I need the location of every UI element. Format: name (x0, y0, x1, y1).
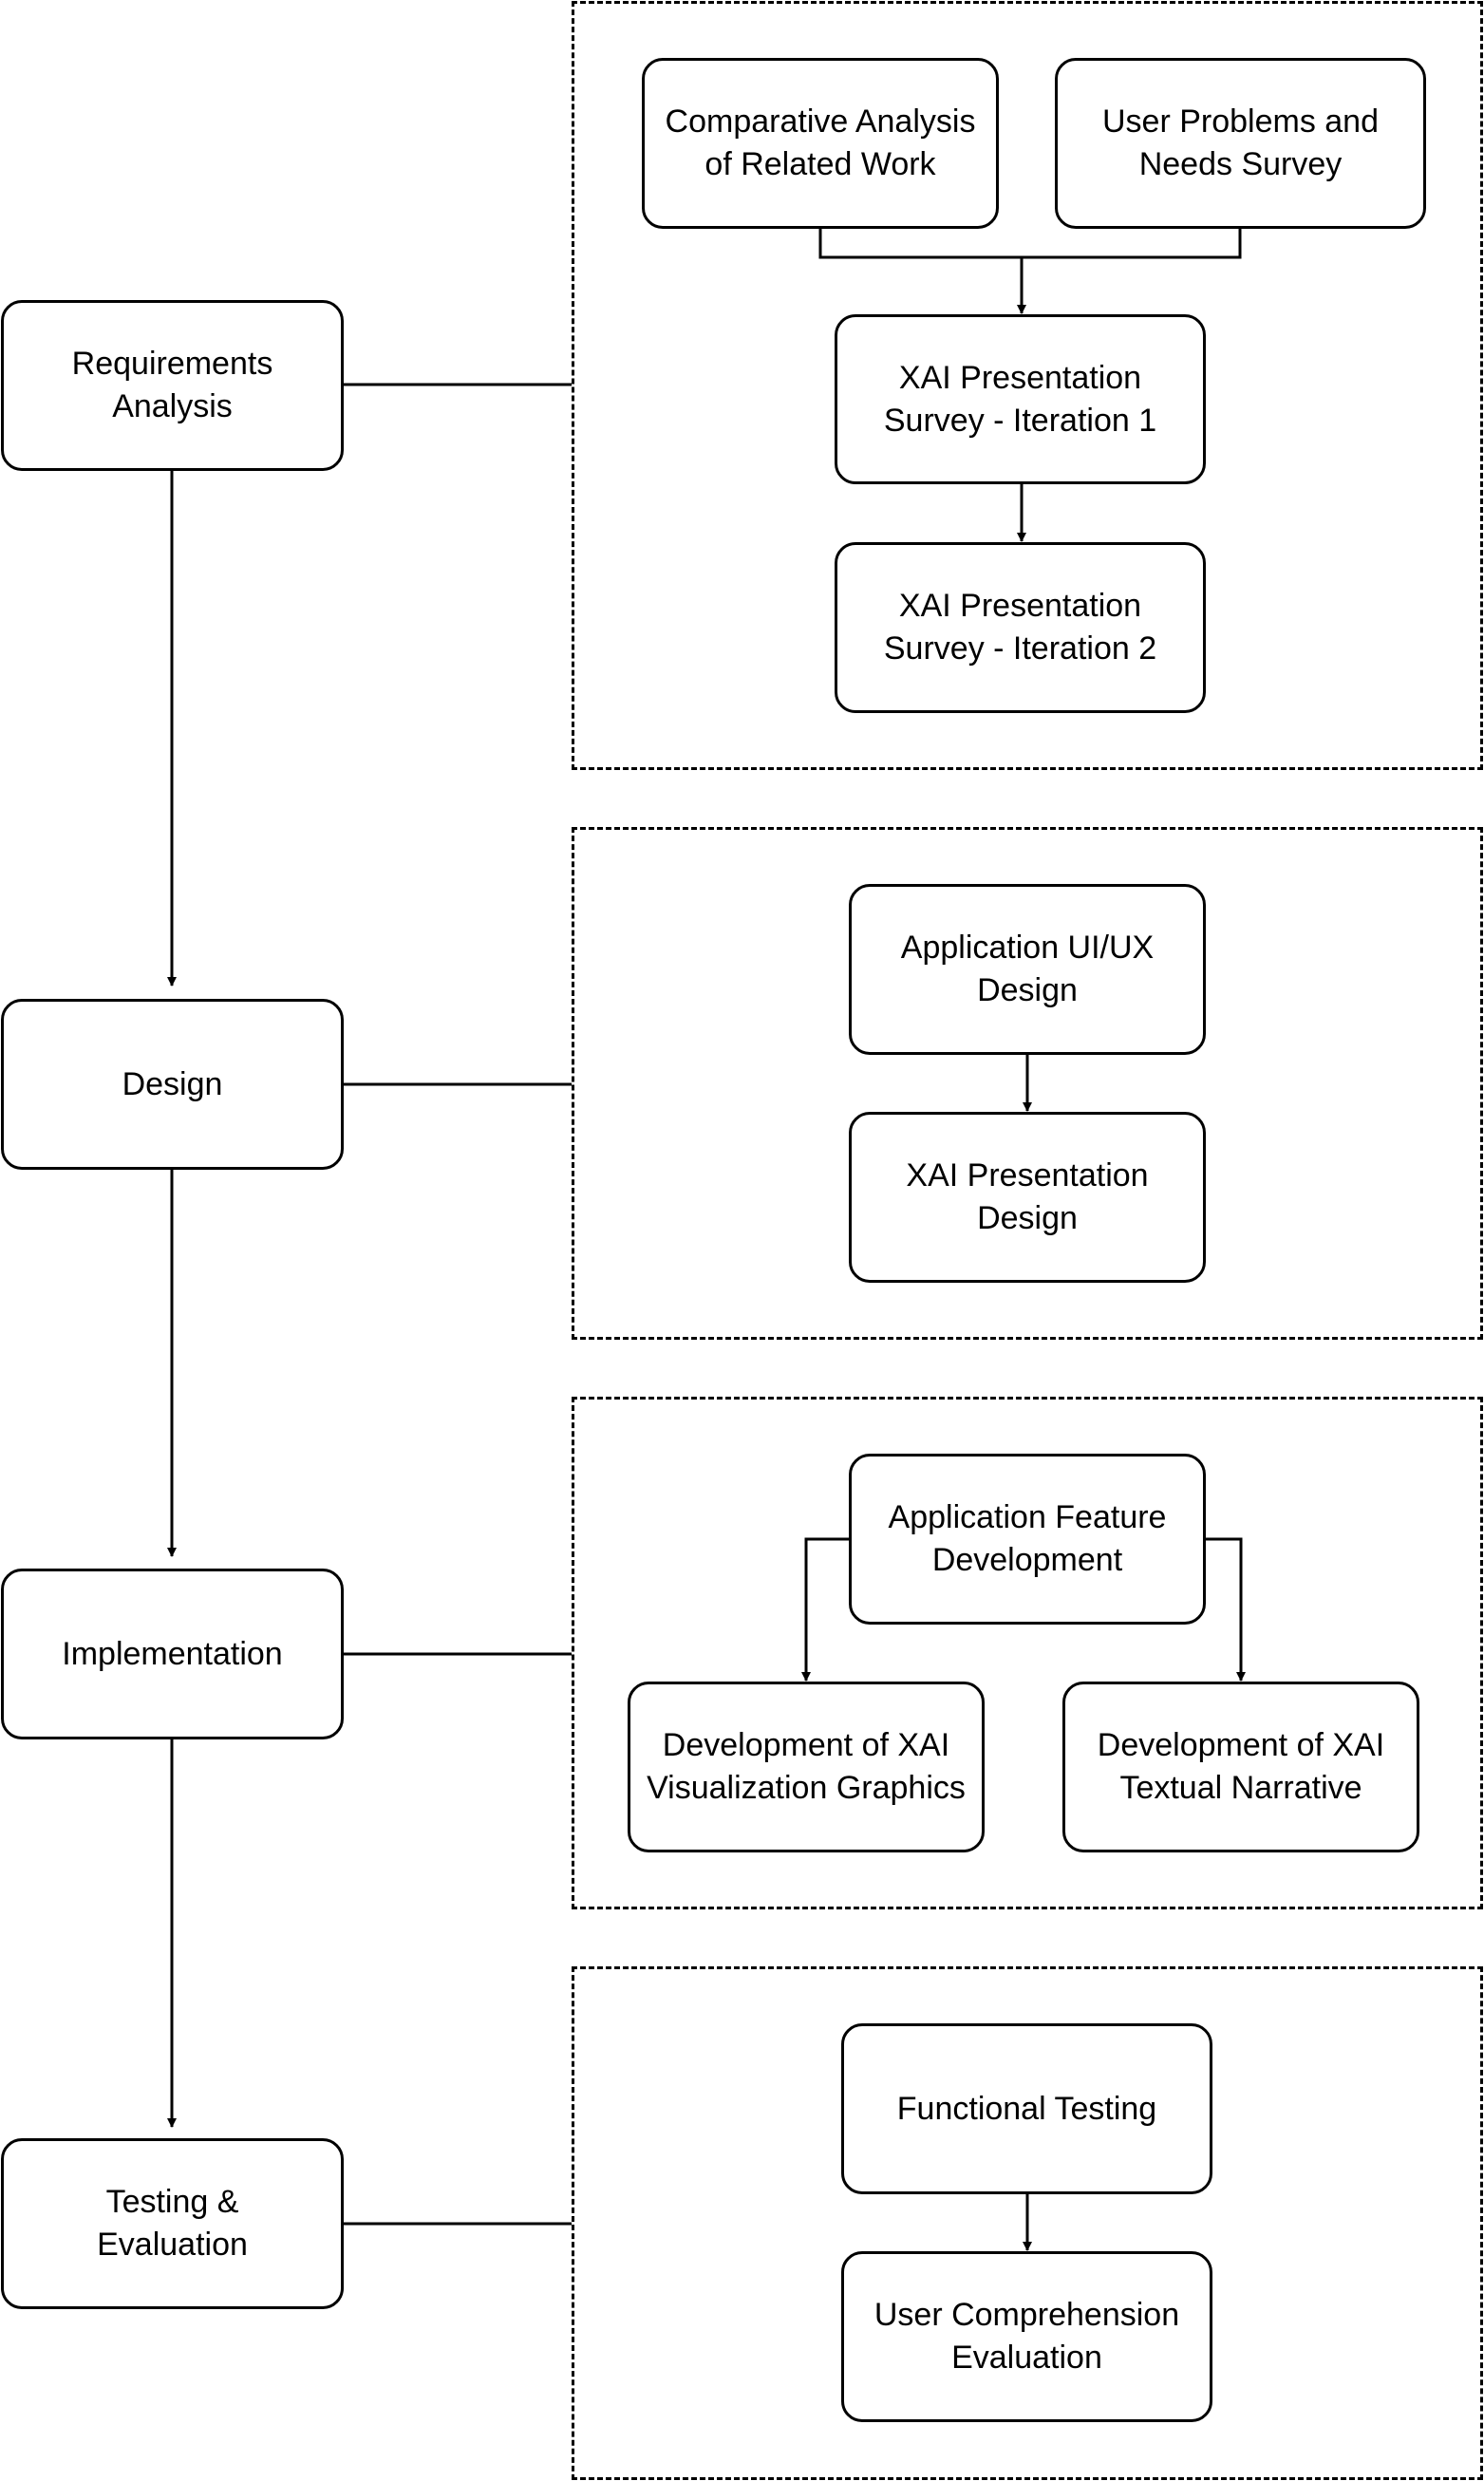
node-ui-ux-design: Application UI/UX Design (849, 884, 1206, 1055)
connector-comparative-analysis-merge (818, 229, 1022, 259)
phase-testing-evaluation: Testing & Evaluation (1, 2138, 344, 2309)
node-xai-survey-iteration-1: XAI Presentation Survey - Iteration 1 (835, 314, 1206, 484)
testing-detail-group (572, 1966, 1483, 2480)
node-xai-visualization-graphics: Development of XAI Visualization Graphic… (628, 1682, 985, 1852)
node-feature-development: Application Feature Development (849, 1454, 1206, 1625)
phase-design: Design (1, 999, 344, 1170)
arrow-feature-to-narrative (1205, 1537, 1246, 1682)
requirements-detail-group (572, 1, 1483, 770)
node-functional-testing: Functional Testing (841, 2023, 1212, 2194)
arrow-feature-to-visualization (801, 1537, 849, 1682)
design-detail-group (572, 827, 1483, 1340)
connector-user-problems-merge (1022, 229, 1242, 259)
node-user-problems-survey: User Problems and Needs Survey (1055, 58, 1426, 229)
node-xai-survey-iteration-2: XAI Presentation Survey - Iteration 2 (835, 542, 1206, 713)
phase-implementation: Implementation (1, 1569, 344, 1739)
node-xai-textual-narrative: Development of XAI Textual Narrative (1062, 1682, 1419, 1852)
node-xai-presentation-design: XAI Presentation Design (849, 1112, 1206, 1283)
node-user-comprehension-evaluation: User Comprehension Evaluation (841, 2251, 1212, 2422)
phase-requirements-analysis: Requirements Analysis (1, 300, 344, 471)
implementation-detail-group (572, 1397, 1483, 1909)
node-comparative-analysis: Comparative Analysis of Related Work (642, 58, 999, 229)
